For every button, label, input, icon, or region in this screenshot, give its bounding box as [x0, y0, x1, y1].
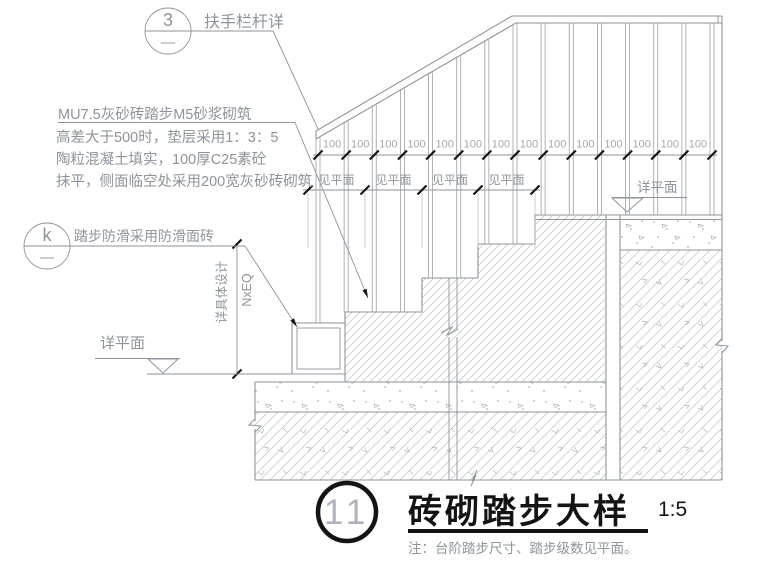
left-edge-break-icon — [247, 418, 263, 433]
top-dim-label: 100 — [520, 139, 538, 151]
tread-dim-label: 见平面 — [488, 173, 524, 187]
top-dim-label: 100 — [548, 139, 566, 151]
tread-dim-label: 见平面 — [318, 173, 354, 187]
dim-tick-icon — [678, 149, 690, 161]
dim-tick-icon — [509, 149, 521, 161]
vertical-dim-tick-top — [231, 238, 243, 250]
handrail-bottom-line — [315, 22, 722, 140]
dim-tick-icon — [312, 149, 324, 161]
detail-title: 砖砌踏步大样 — [408, 493, 630, 531]
top-dim-label: 100 — [604, 139, 622, 151]
level-right-label: 详平面 — [637, 180, 678, 195]
tread-dim-label: 见平面 — [375, 173, 411, 187]
dim-tick-icon — [416, 184, 428, 196]
dim-tick-icon — [397, 149, 408, 161]
dim-tick-icon — [369, 149, 380, 161]
dim-tick-icon — [537, 149, 549, 161]
antislip-callout-label: 踏步防滑采用防滑面砖 — [74, 228, 214, 244]
detail-number-circle — [315, 480, 379, 544]
dim-tick-icon — [650, 149, 661, 161]
concrete-bed-landing — [620, 215, 722, 250]
dim-tick-icon — [566, 149, 577, 161]
top-dim-label: 100 — [407, 139, 425, 151]
top-dim-label: 100 — [689, 139, 707, 151]
dim-tick-icon — [594, 149, 605, 161]
top-dim-label: 100 — [576, 139, 594, 151]
dim-tick-icon — [425, 149, 436, 161]
dim-tick-icon — [340, 149, 352, 161]
vertical-dim-label: NxEQ — [240, 273, 254, 307]
dim-tick-icon — [302, 184, 314, 196]
fill-bottom-marks — [255, 412, 606, 480]
dim-tick-icon — [529, 184, 541, 196]
dim-tick-icon — [481, 149, 493, 161]
bottom-step-block-outer — [291, 322, 346, 375]
fill-landing-marks — [620, 250, 722, 480]
tread-dim-group: 见平面 见平面 见平面 见平面 — [302, 173, 541, 248]
top-dim-label: 100 — [323, 139, 341, 151]
spec-note-line-1: MU7.5灰砂砖踏步M5砂浆砌筑 — [58, 105, 252, 123]
handrail-callout-label: 扶手栏杆详 — [204, 13, 284, 31]
spec-note-line-3: 陶粒混凝土填实，100厚C25素砼 — [56, 151, 267, 168]
railing-posts-group — [315, 23, 715, 323]
spec-note-line-4: 抹平，侧面临空处采用200宽灰砂砖砌筑 — [56, 173, 313, 190]
detail-title-underline — [408, 529, 648, 533]
top-dim-label: 100 — [492, 139, 510, 151]
top-dim-label: 100 — [661, 139, 679, 151]
top-dim-label: 100 — [379, 139, 397, 151]
concrete-bed-bottom — [255, 382, 606, 412]
level-left-triangle-icon — [146, 358, 180, 374]
dim-tick-icon — [622, 149, 633, 161]
dim-tick-icon — [706, 149, 718, 161]
dim-tick-icon — [359, 184, 371, 196]
dim-tick-icon — [472, 184, 484, 196]
right-edge-break-icon — [714, 338, 730, 354]
stair-joint-break-icon — [440, 325, 459, 337]
ground-line-break-icon — [470, 469, 478, 487]
antislip-leader-arrow-icon — [290, 318, 297, 327]
top-dim-group: 100 100 100 100 100 100 100 100 100 100 100 100 100 1… — [312, 139, 718, 161]
top-dim-label: 100 — [464, 139, 482, 151]
level-left-label: 详平面 — [100, 335, 145, 352]
dim-tick-icon — [453, 149, 464, 161]
handrail-top-line — [315, 15, 722, 132]
detail-bubble-left-number: k — [43, 225, 53, 245]
spec-note-leader-arrow-icon — [362, 288, 368, 298]
detail-scale: 1:5 — [658, 498, 687, 521]
spec-note-line-2: 高差大于500时，垫层采用1：3：5 — [56, 129, 278, 146]
bottom-step-block-inner — [296, 327, 341, 370]
top-dim-label: 100 — [632, 139, 650, 151]
vertical-dim-note: 详具体设计 — [214, 261, 229, 324]
detail-note: 注：台阶踏步尺寸、踏步级数见平面。 — [408, 541, 638, 556]
antislip-leader-line — [244, 245, 298, 328]
detail-number: 11 — [324, 493, 370, 532]
spec-note-leader-line — [294, 122, 369, 299]
top-dim-label: 100 — [435, 139, 453, 151]
level-right-triangle-icon — [610, 197, 645, 213]
handrail-leader-line — [272, 30, 319, 130]
detail-bubble-top-number: 3 — [163, 10, 173, 30]
tread-dim-label: 见平面 — [432, 173, 468, 187]
brick-step-mass-hatch — [345, 215, 605, 382]
top-dim-label: 100 — [351, 139, 369, 151]
